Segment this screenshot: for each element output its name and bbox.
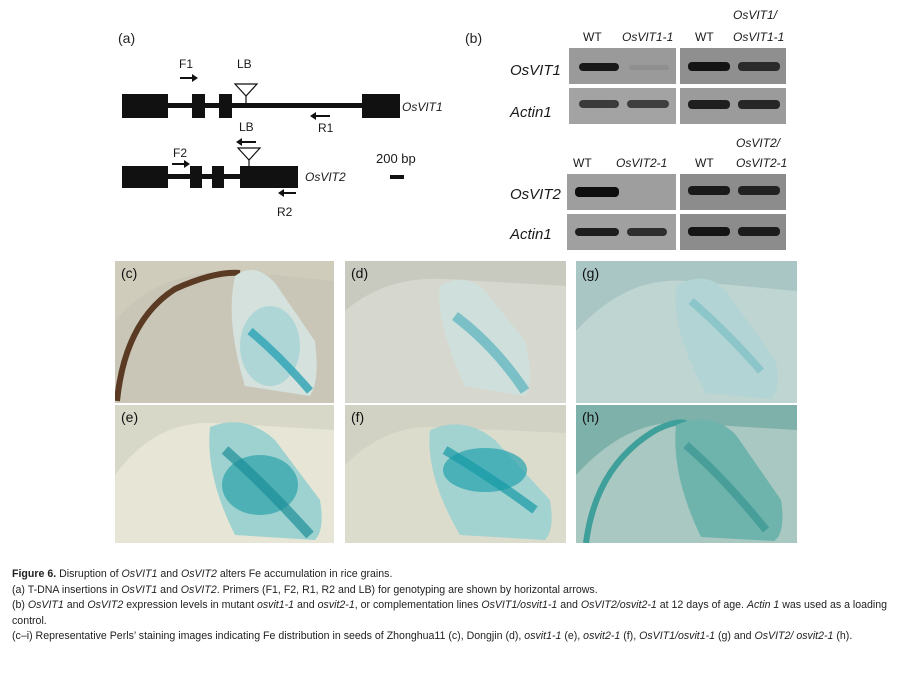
scale-bar xyxy=(390,175,404,179)
photo-label-d: (d) xyxy=(351,265,369,281)
gene-structure-diagram xyxy=(122,74,400,197)
gel-row-label-osvit2: OsVIT2 xyxy=(510,186,561,203)
exon xyxy=(362,94,400,118)
gel-bottom-header-comp-line2: OsVIT2-1 xyxy=(736,156,788,170)
photo-label-e: (e) xyxy=(121,409,139,425)
gel-row-label-osvit1: OsVIT1 xyxy=(510,62,561,79)
seed-photo-d: (d) xyxy=(345,261,566,403)
photo-label-c: (c) xyxy=(121,265,138,281)
gel-row-label-actin1-top: Actin1 xyxy=(510,104,552,121)
exon xyxy=(240,166,298,188)
gel-osvit2-right xyxy=(680,174,786,210)
caption-title: Figure 6. Disruption of OsVIT1 and OsVIT… xyxy=(12,568,393,580)
gel-bottom-header-mutant: OsVIT2-1 xyxy=(616,156,668,170)
osvit1-gene-label: OsVIT1 xyxy=(402,100,443,114)
seed-photo-g: (g) xyxy=(576,261,797,403)
photo-label-f: (f) xyxy=(351,409,365,425)
intron-line xyxy=(168,174,298,179)
exon xyxy=(122,94,168,118)
gel-top-header-wt1: WT xyxy=(583,30,602,44)
seed-photo-f: (f) xyxy=(345,405,566,543)
primer-f1-label: F1 xyxy=(179,57,194,71)
caption-line-a: (a) T-DNA insertions in OsVIT1 and OsVIT… xyxy=(12,583,598,596)
intron-line xyxy=(168,103,362,108)
panel-b-label: (b) xyxy=(465,30,483,46)
primer-r1-label: R1 xyxy=(318,121,334,135)
exon xyxy=(192,94,205,118)
primer-f2-label: F2 xyxy=(173,146,188,160)
panel-a-label: (a) xyxy=(118,30,136,46)
gel-osvit1-left xyxy=(569,48,676,84)
exon xyxy=(219,94,232,118)
exon xyxy=(190,166,202,188)
caption-line-b: (b) OsVIT1 and OsVIT2 expression levels … xyxy=(12,599,888,627)
gel-top-header-comp-line2: OsVIT1-1 xyxy=(733,30,785,44)
insert-lb2-label: LB xyxy=(239,120,254,134)
photo-label-h: (h) xyxy=(582,409,600,425)
seed-photo-h: (h) xyxy=(576,405,797,543)
gel-actin1-top-left xyxy=(569,88,676,124)
primer-r2-label: R2 xyxy=(277,205,293,219)
insert-lb1-label: LB xyxy=(237,57,252,71)
osvit1-gene-model xyxy=(122,74,400,120)
caption-line-c: (c–i) Representative Perls’ staining ima… xyxy=(12,630,853,642)
gel-actin1-bottom-left xyxy=(567,214,676,250)
seed-photo-c: (c) xyxy=(115,261,334,403)
gel-osvit2-left xyxy=(567,174,676,210)
gel-top-header-wt2: WT xyxy=(695,30,714,44)
gel-top-header-mutant: OsVIT1-1 xyxy=(622,30,674,44)
osvit2-gene-label: OsVIT2 xyxy=(305,170,346,184)
photo-label-g: (g) xyxy=(582,265,600,281)
gel-actin1-top-right xyxy=(680,88,786,124)
tdna-insert-icon xyxy=(236,147,262,161)
gel-top-header-comp-line1: OsVIT1/ xyxy=(733,8,778,22)
gel-bottom-header-comp-line1: OsVIT2/ xyxy=(736,136,781,150)
tdna-insert-icon xyxy=(233,83,259,97)
gel-actin1-bottom-right xyxy=(680,214,786,250)
exon xyxy=(212,166,224,188)
exon xyxy=(122,166,168,188)
figure-caption: Figure 6. Disruption of OsVIT1 and OsVIT… xyxy=(12,567,902,645)
osvit2-gene-model xyxy=(122,138,298,197)
gel-osvit1-right xyxy=(680,48,786,84)
gel-bottom-header-wt1: WT xyxy=(573,156,592,170)
scale-label: 200 bp xyxy=(376,151,416,166)
gel-bottom-header-wt2: WT xyxy=(695,156,714,170)
seed-photo-e: (e) xyxy=(115,405,334,543)
gel-row-label-actin1-bottom: Actin1 xyxy=(510,226,552,243)
